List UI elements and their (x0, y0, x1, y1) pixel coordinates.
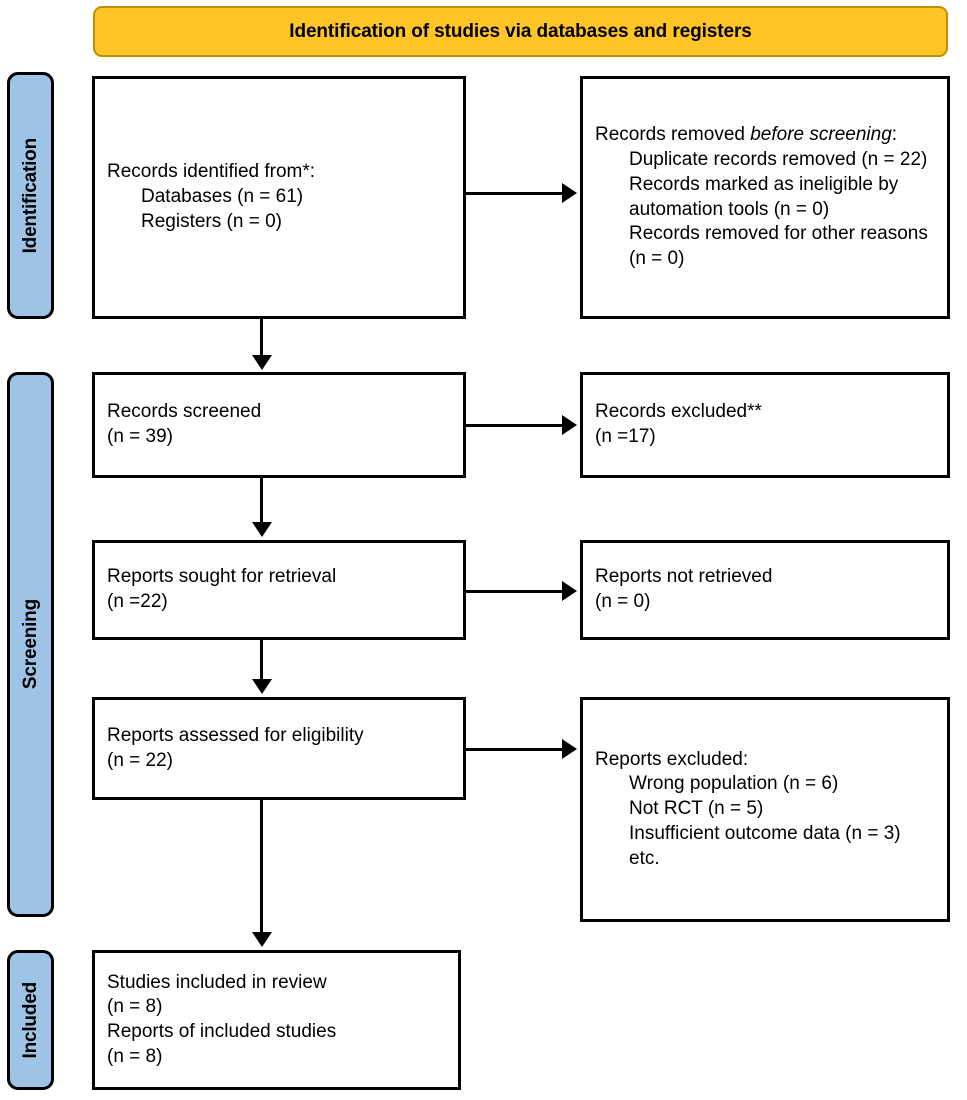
studies-included-heading: Studies included in review (107, 971, 327, 993)
phase-banner-identification: Identification of studies via databases … (93, 6, 948, 57)
studies-included-count: (n = 8) (107, 996, 163, 1018)
records-removed-item-other: Records removed for other reasons (n = 0… (629, 223, 934, 269)
records-excluded-count: (n =17) (595, 426, 656, 447)
reports-excluded-item-not-rct: Not RCT (n = 5) (629, 798, 764, 820)
reports-included-heading: Reports of included studies (107, 1021, 337, 1042)
connector-line (466, 748, 564, 751)
stage-label-included-text: Included (19, 981, 41, 1059)
box-studies-included: Studies included in review (n = 8) Repor… (92, 950, 461, 1090)
box-records-removed: Records removed before screening: Duplic… (580, 76, 950, 319)
arrow-down-icon (252, 932, 272, 947)
reports-not-retrieved-heading: Reports not retrieved (595, 566, 773, 588)
reports-not-retrieved-count: (n = 0) (595, 591, 651, 612)
stage-label-identification: Identification (7, 72, 54, 319)
box-reports-excluded: Reports excluded: Wrong population (n = … (580, 697, 950, 922)
arrow-down-icon (252, 522, 272, 537)
reports-assessed-heading: Reports assessed for eligibility (107, 724, 364, 746)
records-removed-heading: Records removed before screening: (595, 123, 935, 148)
records-removed-heading-italic: before screening (750, 124, 892, 146)
box-records-identified: Records identified from*: Databases (n =… (92, 76, 466, 319)
connector-line (260, 478, 263, 524)
arrow-down-icon (252, 679, 272, 694)
connector-line (260, 319, 263, 357)
records-removed-item-automation: Records marked as ineligible by automati… (629, 173, 904, 220)
stage-label-screening: Screening (7, 372, 54, 917)
records-identified-item-databases: Databases (n = 61) (141, 186, 304, 208)
box-records-screened: Records screened (n = 39) (92, 372, 466, 478)
reports-excluded-item-wrong-population: Wrong population (n = 6) (629, 773, 839, 795)
box-reports-sought: Reports sought for retrieval (n =22) (92, 540, 466, 640)
reports-excluded-item-etc: etc. (629, 847, 660, 869)
box-reports-not-retrieved: Reports not retrieved (n = 0) (580, 540, 950, 640)
records-excluded-heading: Records excluded** (595, 401, 762, 423)
arrow-right-icon (562, 183, 577, 203)
records-screened-heading: Records screened (107, 401, 262, 423)
reports-excluded-heading: Reports excluded: (595, 748, 749, 770)
reports-included-count: (n = 8) (107, 1045, 163, 1067)
stage-label-identification-text: Identification (19, 137, 41, 254)
reports-assessed-count: (n = 22) (107, 749, 174, 771)
connector-line (466, 590, 564, 593)
arrow-right-icon (562, 581, 577, 601)
connector-line (466, 192, 564, 195)
reports-excluded-item-insufficient-data: Insufficient outcome data (n = 3) (629, 822, 901, 844)
arrow-right-icon (562, 415, 577, 435)
box-reports-assessed: Reports assessed for eligibility (n = 22… (92, 697, 466, 800)
records-identified-item-registers: Registers (n = 0) (141, 210, 282, 232)
phase-banner-title: Identification of studies via databases … (289, 20, 752, 42)
connector-line (260, 800, 263, 934)
connector-line (466, 424, 564, 427)
arrow-down-icon (252, 355, 272, 370)
stage-label-screening-text: Screening (19, 599, 41, 690)
arrow-right-icon (562, 739, 577, 759)
reports-sought-count: (n =22) (107, 591, 168, 612)
records-removed-heading-suffix: : (891, 124, 898, 146)
records-identified-heading: Records identified from*: (107, 161, 316, 183)
stage-label-included: Included (7, 950, 54, 1090)
box-records-excluded: Records excluded** (n =17) (580, 372, 950, 478)
records-removed-item-duplicates: Duplicate records removed (n = 22) (629, 149, 928, 171)
reports-sought-heading: Reports sought for retrieval (107, 566, 337, 588)
records-screened-count: (n = 39) (107, 426, 174, 447)
records-removed-heading-prefix: Records removed (595, 124, 751, 146)
connector-line (260, 640, 263, 681)
